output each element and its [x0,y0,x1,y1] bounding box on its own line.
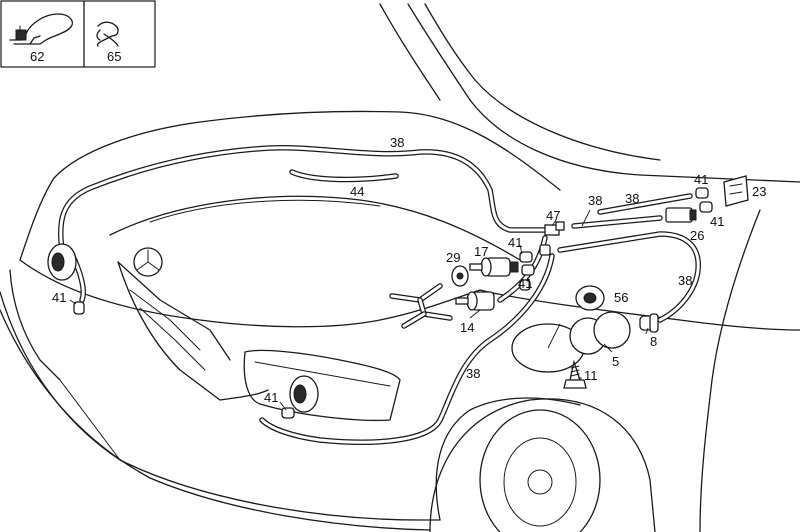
parts-inset: 62 65 [0,0,156,68]
inset-label-62: 62 [30,49,44,64]
connector-41-bottom [281,407,295,419]
star-emblem-arms [136,249,160,271]
bumper-lower [0,309,431,531]
right-headlamp-nozzle [289,375,319,413]
windshield-inner [424,3,661,161]
label-44: 44 [350,184,364,199]
hood-crease-inner [149,199,381,223]
label-5: 5 [612,354,619,369]
connector-26 [665,207,697,223]
connector-41-mid-b [521,264,535,276]
left-headlight-area [9,269,61,381]
screw-11 [563,359,587,389]
label-38-right-a: 38 [588,193,602,208]
connector-41-left [73,301,85,315]
label-23: 23 [752,184,766,199]
y-distributor [389,283,453,329]
grille-outline [117,261,269,401]
a-pillar [379,3,441,101]
grommet-8 [639,313,659,333]
pump-17 [469,257,519,277]
left-headlamp-nozzle [47,243,77,281]
hood-crease [109,195,521,261]
label-26: 26 [690,228,704,243]
wheel-center [527,469,553,495]
label-56: 56 [614,290,628,305]
label-8: 8 [650,334,657,349]
connector-41-mid-d [539,244,551,256]
connector-41-right-a [695,187,709,199]
wheel-arch [429,398,656,532]
grille-top [117,261,231,361]
label-38-right-b: 38 [625,191,639,206]
label-38-right-c: 38 [678,273,692,288]
label-41-right-low: 41 [710,214,724,229]
label-29: 29 [446,250,460,265]
wheel [479,409,601,532]
label-41-mid-low: 41 [518,276,532,291]
leader-lines [69,209,649,411]
hood-left-edge [19,177,55,261]
label-38-bottom: 38 [466,366,480,381]
label-17: 17 [474,244,488,259]
label-14: 14 [460,320,474,335]
label-47: 47 [546,208,560,223]
label-11: 11 [584,368,598,383]
connector-41-mid-c [519,279,531,291]
bumper-corner [59,379,121,461]
label-41-right-top: 41 [694,172,708,187]
label-38-top: 38 [390,135,404,150]
washer-components [47,175,749,419]
connector-41-mid-a [519,251,533,263]
clip-icon [96,21,119,47]
inset-label-65: 65 [107,49,121,64]
washer-hoses [57,145,701,445]
windshield-edge [407,3,800,183]
wheel-hub [503,437,577,527]
front-bumper [0,291,441,521]
label-41-bottom: 41 [264,390,278,405]
valve-29 [451,265,469,287]
connector-47 [544,221,565,236]
grille-bar-1 [129,289,201,351]
door-edge [699,209,761,532]
cap-56 [575,285,605,311]
label-41-left: 41 [52,290,66,305]
callout-labels: 38 44 38 38 38 38 47 41 41 41 41 41 41 2… [52,135,766,405]
headlight-lens-line [254,361,391,387]
car-body-outline [0,3,800,532]
connector-41-right-b [699,201,713,213]
pump-14 [455,291,495,311]
hood-front-edge [19,259,481,328]
grille-bar-2 [139,307,206,371]
bracket-23 [723,175,749,207]
hood-back-edge [53,110,561,191]
right-headlight-housing [243,349,401,421]
label-41-mid: 41 [508,235,522,250]
clamp-icon [9,13,73,45]
